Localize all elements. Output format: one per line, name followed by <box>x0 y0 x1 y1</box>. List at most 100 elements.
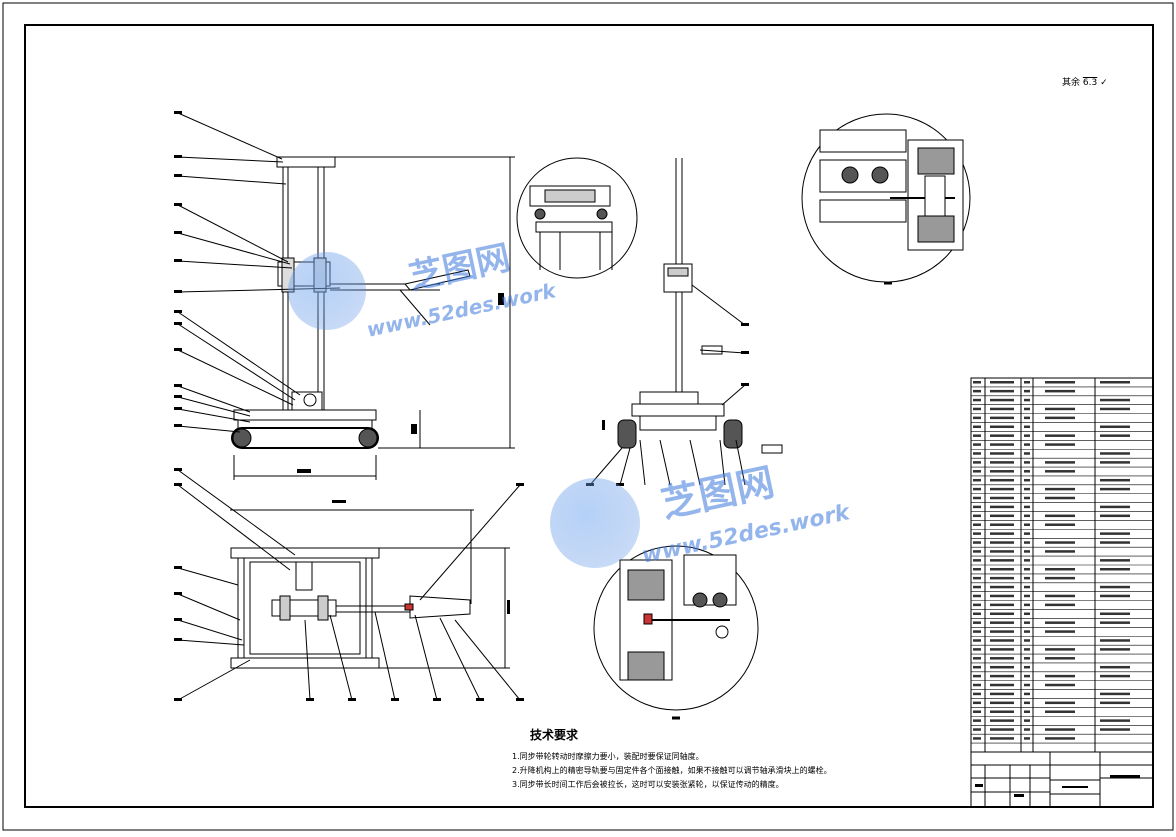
table-cell-mark <box>1045 737 1075 740</box>
table-cell-mark <box>1100 612 1130 616</box>
table-cell-mark <box>990 559 1014 562</box>
table-cell-mark <box>973 550 981 553</box>
table-cell-mark <box>1045 523 1075 526</box>
table-cell-mark <box>1024 407 1030 411</box>
table-cell-mark <box>973 665 981 669</box>
table-cell-mark <box>973 416 981 420</box>
table-cell-mark <box>1100 381 1130 384</box>
table-cell-mark <box>1045 443 1075 446</box>
detail-view-a <box>516 157 638 279</box>
table-cell-mark <box>1045 514 1075 518</box>
table-cell-mark <box>990 541 1014 544</box>
table-cell-mark <box>1100 478 1130 482</box>
table-cell-mark <box>990 692 1014 696</box>
table-cell-mark <box>1045 407 1075 411</box>
table-cell-mark <box>1045 496 1075 500</box>
table-cell-mark <box>973 674 981 678</box>
table-cell-mark <box>1045 648 1075 651</box>
table-cell-mark <box>990 568 1014 571</box>
table-cell-mark <box>990 683 1014 687</box>
table-cell-mark <box>1045 470 1075 473</box>
table-cell-mark <box>1100 532 1130 535</box>
table-cell-mark <box>973 657 981 660</box>
table-cell-mark <box>990 603 1014 607</box>
table-cell-mark <box>1024 514 1030 518</box>
table-cell-mark <box>1100 648 1130 651</box>
table-cell-mark <box>1100 452 1130 455</box>
table-cell-mark <box>990 425 1014 429</box>
table-cell-mark <box>1024 701 1030 705</box>
table-cell-mark <box>990 719 1014 722</box>
table-cell-mark <box>990 407 1014 411</box>
table-cell-mark <box>973 389 981 393</box>
roughness-value: 6.3 <box>1082 78 1098 88</box>
table-cell-mark <box>1045 683 1075 687</box>
table-cell-mark <box>1100 398 1130 402</box>
roughness-check-icon: ✓ <box>1100 78 1108 88</box>
table-cell-mark <box>1045 568 1075 571</box>
table-cell-mark <box>973 523 981 526</box>
table-cell-mark <box>973 425 981 429</box>
table-cell-mark <box>990 470 1014 473</box>
table-cell-mark <box>1100 541 1130 544</box>
table-cell-mark <box>973 737 981 740</box>
table-cell-mark <box>973 585 981 589</box>
table-cell-mark <box>1024 612 1030 616</box>
table-cell-mark <box>990 416 1014 420</box>
table-cell-mark <box>973 505 981 509</box>
table-cell-mark <box>973 443 981 446</box>
table-cell-mark <box>1100 559 1130 562</box>
table-cell-mark <box>973 728 981 731</box>
table-cell-mark <box>1024 576 1030 580</box>
table-cell-mark <box>990 443 1014 446</box>
table-cell-mark <box>973 630 981 633</box>
table-cell-mark <box>1100 639 1130 642</box>
table-cell-mark <box>1045 416 1075 420</box>
table-cell-mark <box>973 603 981 607</box>
table-cell-mark <box>1024 630 1030 633</box>
technical-requirements: 技术要求 1.同步带轮转动时摩擦力要小，装配时要保证同轴度。 2.升降机构上的精… <box>512 726 932 793</box>
table-cell-mark <box>973 692 981 696</box>
table-cell-mark <box>1024 692 1030 696</box>
table-cell-mark <box>1045 389 1075 393</box>
roughness-note: 其余 6.3 ✓ <box>1062 75 1108 88</box>
table-cell-mark <box>1045 461 1075 464</box>
table-cell-mark <box>973 559 981 562</box>
table-cell-mark <box>1024 389 1030 393</box>
table-cell-mark <box>973 381 981 384</box>
table-cell-mark <box>1024 737 1030 740</box>
table-cell-mark <box>1100 692 1130 696</box>
table-cell-mark <box>990 576 1014 580</box>
table-cell-mark <box>990 434 1014 437</box>
table-cell-mark <box>1024 603 1030 607</box>
table-cell-mark <box>1024 719 1030 722</box>
table-cell-mark <box>1024 461 1030 464</box>
table-cell-mark <box>1024 452 1030 455</box>
table-cell-mark <box>1024 505 1030 509</box>
table-cell-mark <box>1024 665 1030 669</box>
table-cell-mark <box>1045 381 1075 384</box>
technical-requirement-item: 1.同步带轮转动时摩擦力要小，装配时要保证同轴度。 <box>512 752 704 761</box>
table-cell-mark <box>1024 559 1030 562</box>
detail-view-c <box>593 545 759 720</box>
table-cell-mark <box>990 461 1014 464</box>
roughness-label: 其余 <box>1062 78 1081 88</box>
table-cell-mark <box>1045 434 1075 437</box>
table-cell-mark <box>973 398 981 402</box>
table-cell-mark <box>1024 728 1030 731</box>
table-cell-mark <box>990 737 1014 740</box>
table-cell-mark <box>973 434 981 437</box>
table-cell-mark <box>973 701 981 705</box>
table-cell-mark <box>1100 585 1130 589</box>
table-cell-mark <box>990 648 1014 651</box>
technical-requirement-item: 2.升降机构上的精密导轨要与固定件各个面接触，如果不接触可以调节轴承滑块上的螺栓… <box>512 766 832 775</box>
table-cell-mark <box>1024 568 1030 571</box>
table-cell-mark <box>1024 398 1030 402</box>
table-cell-mark <box>990 532 1014 535</box>
table-cell-mark <box>1024 648 1030 651</box>
table-cell-mark <box>1024 381 1030 384</box>
table-cell-mark <box>973 710 981 713</box>
table-cell-mark <box>1024 416 1030 420</box>
